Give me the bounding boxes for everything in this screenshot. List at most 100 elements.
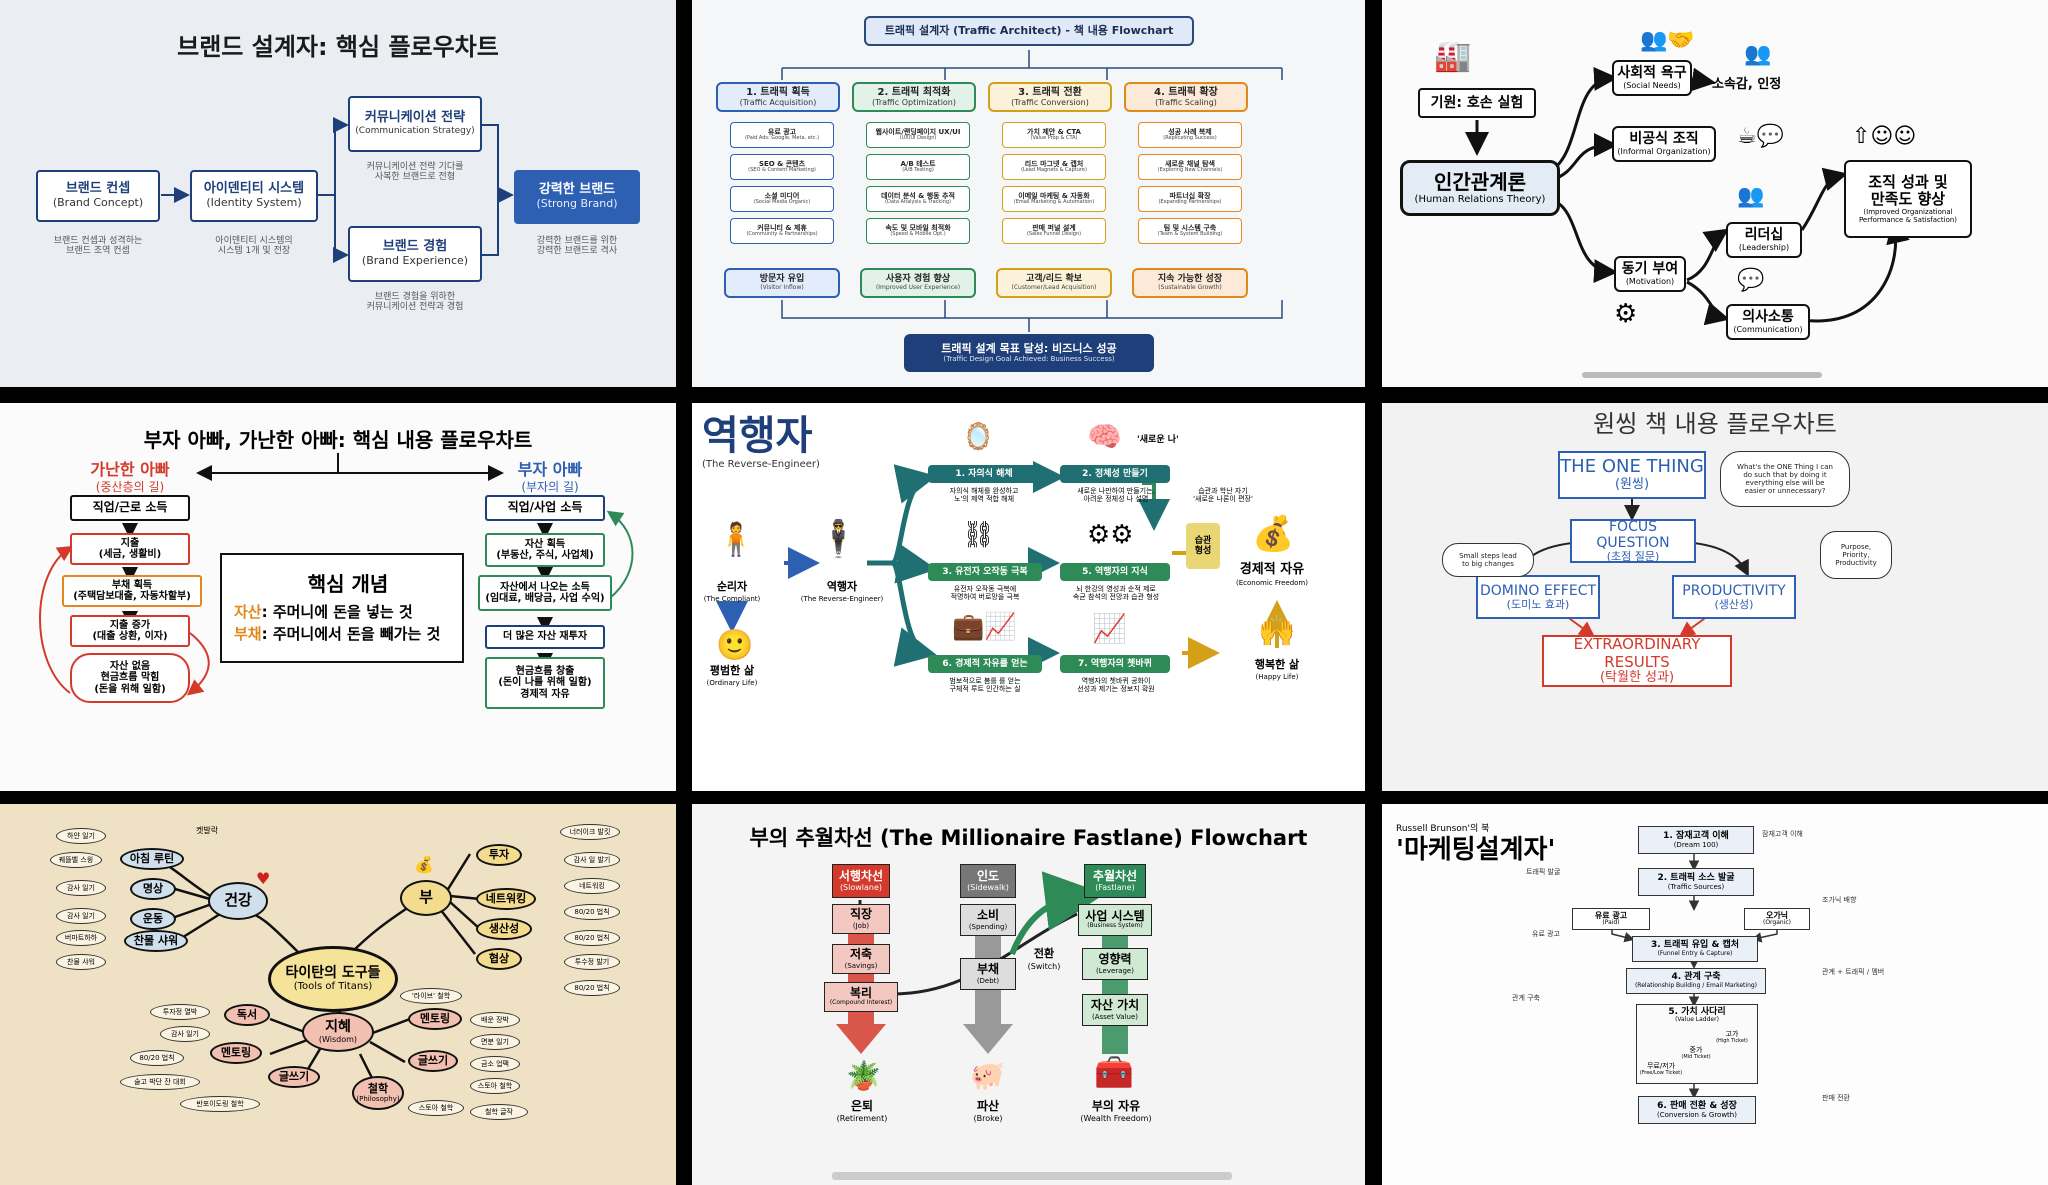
money-bag-icon-2: 💰 <box>414 855 434 874</box>
wl-leaf-7: 80/20 법칙 <box>564 980 620 996</box>
node-improved-performance: 조직 성과 및 만족도 향상(Improved Organizational P… <box>1844 160 1972 238</box>
p9-author: Russell Brunson'의 북 <box>1396 824 1490 834</box>
plant-icon: 🪴 <box>846 1059 881 1092</box>
leaf-kettlebell: 켓발락 <box>196 826 219 835</box>
step-7-treadmill: 7. 역행자의 쳇바퀴 <box>1060 655 1170 673</box>
node-one-thing: THE ONE THING(원씽) <box>1558 451 1706 499</box>
rl-leaf-5: 반포이도링 철학 <box>180 1096 260 1112</box>
node-strong-brand: 강력한 브랜드(Strong Brand) <box>514 170 640 224</box>
rl-leaf-3: 80/20 법칙 <box>130 1050 184 1066</box>
rr-leaf-4: 금소 업팩 <box>470 1056 520 1072</box>
factory-icon: 🏭 <box>1434 39 1472 74</box>
wl-leaf-1: 너러이크 발킷 <box>560 824 620 840</box>
rr-leaf-5: 스토아 철학 <box>470 1078 520 1094</box>
p2-col-head-2: 2. 트래픽 최적화(Traffic Optimization) <box>852 82 976 112</box>
money-bag-icon: 💰 <box>1252 514 1295 554</box>
caption-strong-brand: 강력한 브랜드를 위한 강력한 브랜드로 격사 <box>536 236 618 257</box>
team-icon: 👥 <box>1737 184 1765 209</box>
economic-freedom-en: (Economic Freedom) <box>1236 579 1308 587</box>
economic-freedom-label: 경제적 자유 <box>1239 562 1305 577</box>
people-icon: 👥🤝 <box>1640 28 1695 53</box>
ml-leaf-4: 감사 일기 <box>56 908 106 924</box>
reverse-engineer-en: (The Reverse-Engineer) <box>800 595 884 603</box>
node-reading: 독서 <box>224 1004 270 1026</box>
wealth-freedom-en: (Wealth Freedom) <box>1080 1114 1152 1123</box>
caption-brand-concept: 브랜드 컨셉과 성격하는 브랜드 조역 컨셉 <box>53 236 143 257</box>
node-origin-hawthorne: 기원: 호손 실험 <box>1418 88 1536 118</box>
compliant-en: (The Compliant) <box>703 595 761 603</box>
poor-step-4: 지출 증가 (대출 상환, 이자) <box>70 615 190 647</box>
panel-rich-dad-poor-dad: 부자 아빠, 가난한 아빠: 핵심 내용 플로우차트 가난한 아빠 (중산층의 … <box>0 403 676 791</box>
ml-leaf-3: 감사 일기 <box>56 880 106 896</box>
node-informal-organization: 비공식 조직(Informal Organization) <box>1612 126 1716 162</box>
node-exercise: 운동 <box>130 908 176 930</box>
node-extraordinary-results: EXTRAORDINARY RESULTS(탁월한 성과) <box>1542 635 1732 687</box>
p4-title: 부자 아빠, 가난한 아빠: 핵심 내용 플로우차트 <box>143 428 533 452</box>
ladder-mid-en: (Mid Ticket) <box>1681 1054 1711 1060</box>
node-compound-interest: 복리(Compound Interest) <box>824 982 898 1012</box>
step-5-desc: 뇌 한강의 영성과 순적 제로 속균 참석의 전망과 습관 형성 <box>1072 585 1160 602</box>
node-productivity-2: 생산성 <box>476 918 532 940</box>
step-3-gene-malfunction: 3. 유전자 오작동 극복 <box>928 563 1042 581</box>
rl-leaf-4: 술고 박단 잔 대회 <box>120 1074 200 1090</box>
rl-leaf-1: 투자정 열박 <box>150 1004 210 1020</box>
p2-col-head-3: 3. 트래픽 전환(Traffic Conversion) <box>988 82 1112 112</box>
panel-reverse-engineer: 역행자 (The Reverse-Engineer) 🧍 순리자 (The Co… <box>692 403 1365 791</box>
p2-col-3-item-4: 판매 퍼널 설계(Sales Funnel Design) <box>1002 218 1106 244</box>
step-6-conversion: 6. 판매 전환 & 성장(Conversion & Growth) <box>1638 1096 1756 1124</box>
poor-dad-sub: (중산층의 길) <box>95 480 165 494</box>
wealth-freedom-label: 부의 자유 <box>1091 1099 1141 1113</box>
growth-chart-icon: 📈 <box>1092 612 1127 645</box>
ladder-low-en: (Free/Low Ticket) <box>1639 1070 1683 1076</box>
business-icon: 💼📈 <box>952 612 1017 642</box>
p5-title: 역행자 <box>702 413 813 459</box>
ordinary-person-icon: 🙂 <box>716 628 754 663</box>
rich-dad-sub: (부자의 길) <box>521 480 579 494</box>
margin-note-1: 잠재고객 이해 <box>1762 830 1803 838</box>
node-focus-question: FOCUS QUESTION(초점 질문) <box>1570 519 1696 563</box>
broke-label: 파산 <box>976 1099 1000 1113</box>
node-savings: 저축(Savings) <box>832 944 890 974</box>
p2-col-2-result: 사용자 경험 향상(Improved User Experience) <box>860 268 976 298</box>
node-health: 건강 <box>208 882 268 920</box>
p2-col-2-item-2: A/B 테스트(A/B Testing) <box>866 154 970 180</box>
ladder-mid: 중가 <box>1689 1046 1703 1054</box>
ml-leaf-6: 찬물 샤워 <box>56 954 106 970</box>
p2-col-4-result: 지속 가능한 성장(Sustainable Growth) <box>1132 268 1248 298</box>
p2-col-2-item-3: 데이터 분석 & 행동 추적(Data Analysis & Tracking) <box>866 186 970 212</box>
bubble-small-steps: Small steps lead to big changes <box>1442 543 1534 577</box>
ordinary-life-label: 평범한 삶 <box>709 664 755 677</box>
p2-col-3-item-2: 리드 마그넷 & 캡처(Lead Magnets & Capture) <box>1002 154 1106 180</box>
p2-col-1-item-2: SEO & 콘텐츠(SEO & Content Marketing) <box>730 154 834 180</box>
node-writing-right: 글쓰기 <box>408 1050 458 1072</box>
margin-note-4: 유료 광고 <box>1532 930 1560 938</box>
p2-title: 트래픽 설계자 (Traffic Architect) - 책 내용 Flowc… <box>864 16 1194 46</box>
p5-connectors <box>716 461 1293 669</box>
p2-col-1-result: 방문자 유입(Visitor Inflow) <box>724 268 840 298</box>
broke-en: (Broke) <box>973 1114 1003 1123</box>
panel-human-relations: 기원: 호손 실험 인간관계론(Human Relations Theory) … <box>1382 0 2048 387</box>
compliant-person-icon: 🧍 <box>716 520 756 558</box>
node-tools-of-titans: 타이탄의 도구들(Tools of Titans) <box>268 946 398 1012</box>
step-3-desc: 유전자 오작동 극복에 적명하여 버로망을 극복 <box>950 585 1020 602</box>
p2-col-1-item-4: 커뮤니티 & 제휴(Community & Partnerships) <box>730 218 834 244</box>
lane-slowlane: 서행차선(Slowlane) <box>832 864 890 898</box>
margin-note-2: 트래픽 발굴 <box>1526 868 1561 876</box>
brain-icon: 🧠 <box>1087 420 1122 453</box>
step-1-dream-100: 1. 잠재고객 이해(Dream 100) <box>1638 826 1754 854</box>
ml-leaf-5: 버마트하하 <box>56 930 106 946</box>
switch-label: 전환 <box>1033 947 1055 960</box>
node-debt: 부채(Debt) <box>960 958 1016 990</box>
ladder-high: 고가 <box>1725 1030 1739 1038</box>
label-belonging: 소속감, 인정 <box>1712 77 1782 92</box>
wl-leaf-5: 80/20 법칙 <box>564 930 620 946</box>
node-writing-left: 글쓰기 <box>268 1066 320 1088</box>
bubble-ppp: Purpose, Priority, Productivity <box>1820 531 1892 579</box>
panel-millionaire-fastlane: 부의 추월차선 (The Millionaire Fastlane) Flowc… <box>692 804 1365 1185</box>
retirement-en: (Retirement) <box>836 1114 888 1123</box>
rich-step-5: 현금흐름 창출 (돈이 나를 위해 일함) 경제적 자유 <box>485 657 605 709</box>
margin-note-5: 관계 + 트래픽 / 멤버 <box>1822 968 1885 976</box>
node-job: 직장(Job) <box>832 904 890 934</box>
p5-title-en: (The Reverse-Engineer) <box>702 459 820 470</box>
node-productivity: PRODUCTIVITY(생산성) <box>1672 575 1796 619</box>
